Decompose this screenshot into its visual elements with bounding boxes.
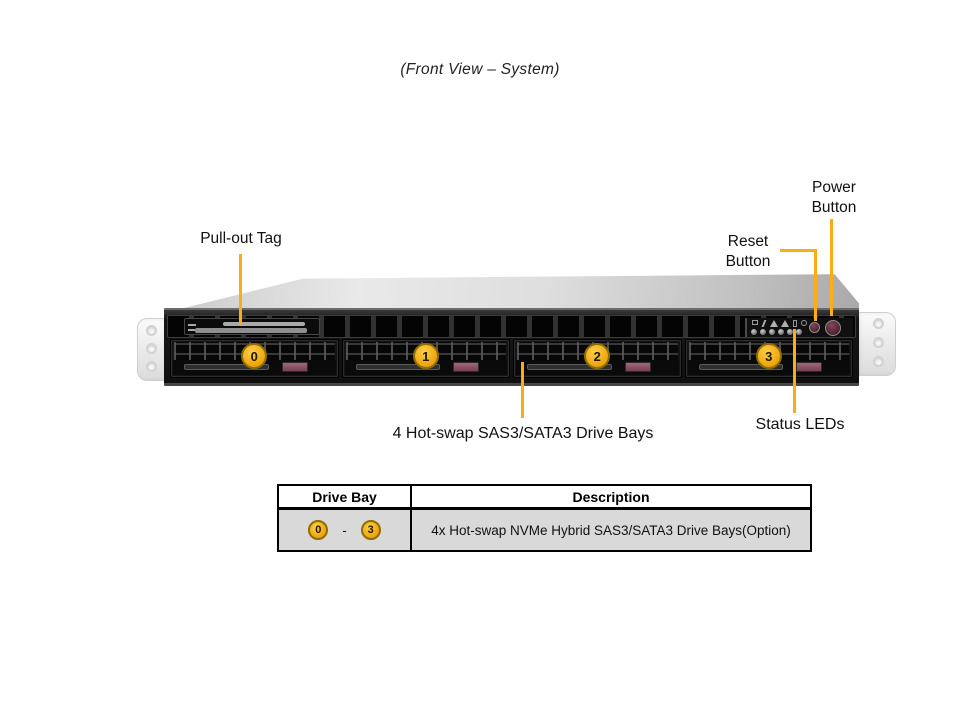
control-panel: [745, 318, 853, 337]
status-led: [769, 329, 775, 335]
table-header-description: Description: [572, 488, 650, 505]
mounting-hole: [873, 318, 884, 329]
reset-button[interactable]: [809, 322, 820, 333]
tag-bar: [195, 328, 307, 333]
bay-number-badge: 1: [412, 343, 439, 369]
chassis-front-panel: 0 1 2: [164, 308, 859, 386]
tray-latch[interactable]: [453, 362, 480, 372]
server-chassis-illustration: 0 1 2: [137, 272, 896, 394]
reset-button-label-line2: Button: [725, 253, 771, 270]
rack-ear-right: [856, 312, 896, 376]
table-header-drive-bay: Drive Bay: [279, 486, 412, 507]
tray-latch[interactable]: [624, 362, 651, 372]
status-leds-leader-line: [793, 329, 796, 413]
drive-bay-0[interactable]: 0: [170, 339, 339, 378]
table-header-row: Drive Bay Description: [279, 486, 810, 510]
power-button-label: Power Button: [795, 178, 873, 218]
tray-latch[interactable]: [796, 362, 823, 372]
mounting-hole: [873, 356, 884, 367]
warning-icon: [781, 320, 789, 327]
lan-icon: [752, 320, 758, 325]
rack-ear-left: [137, 318, 169, 381]
reset-button-leader-line-h: [780, 249, 817, 252]
drive-bay-2[interactable]: 2: [513, 339, 682, 378]
mounting-hole: [146, 325, 157, 336]
warning-icon: [770, 320, 778, 327]
tray-handle[interactable]: [184, 364, 269, 370]
mounting-hole: [873, 337, 884, 348]
drive-icon: [793, 320, 797, 327]
diagram-title: (Front View – System): [400, 61, 560, 78]
status-led: [760, 329, 766, 335]
drive-bays-label: 4 Hot-swap SAS3/SATA3 Drive Bays: [392, 425, 654, 442]
tray-handle[interactable]: [355, 364, 441, 370]
reset-button-label: Reset Button: [709, 232, 787, 272]
power-button[interactable]: [825, 320, 841, 336]
bay-number-badge: 2: [584, 343, 611, 369]
status-leds-label: Status LEDs: [755, 416, 845, 433]
reset-button-leader-line-v: [814, 249, 817, 321]
table-cell-description: 4x Hot-swap NVMe Hybrid SAS3/SATA3 Drive…: [431, 522, 791, 538]
pull-out-tag[interactable]: [184, 318, 320, 335]
drive-bay-row: 0 1 2: [170, 339, 853, 378]
range-dash: -: [342, 522, 347, 538]
reset-button-label-line1: Reset: [727, 233, 769, 250]
power-button-label-line1: Power: [812, 179, 856, 196]
drive-bay-table: Drive Bay Description 0 - 3 4x Hot-swap …: [277, 484, 812, 552]
power-button-leader-line: [830, 219, 833, 316]
status-led: [751, 329, 757, 335]
tray-latch[interactable]: [281, 362, 308, 372]
bolt-icon: [761, 320, 767, 327]
tag-bar: [223, 322, 305, 326]
drive-bay-1[interactable]: 1: [341, 339, 510, 378]
pull-out-tag-label: Pull-out Tag: [200, 230, 282, 247]
status-led: [796, 329, 802, 335]
pull-out-tag-leader-line: [239, 254, 242, 325]
table-cell-bay-range: 0 - 3: [279, 510, 412, 550]
status-led: [778, 329, 784, 335]
bay-number-badge: 3: [755, 343, 782, 369]
drive-bays-leader-line: [521, 362, 524, 418]
status-led: [787, 329, 793, 335]
mounting-hole: [146, 361, 157, 372]
mounting-hole: [146, 343, 157, 354]
front-vent-row: [167, 315, 856, 338]
power-button-label-line2: Button: [811, 199, 857, 216]
power-icon: [801, 320, 807, 326]
tray-handle[interactable]: [527, 364, 612, 370]
chassis-top-cover: [164, 274, 859, 313]
bay-number-badge: 3: [360, 520, 381, 540]
tag-label-text: [188, 322, 196, 331]
bay-number-badge: 0: [241, 343, 268, 369]
tray-handle[interactable]: [698, 364, 784, 370]
drive-bay-3[interactable]: 3: [684, 339, 853, 378]
table-row: 0 - 3 4x Hot-swap NVMe Hybrid SAS3/SATA3…: [279, 510, 810, 550]
bay-number-badge: 0: [308, 520, 329, 540]
